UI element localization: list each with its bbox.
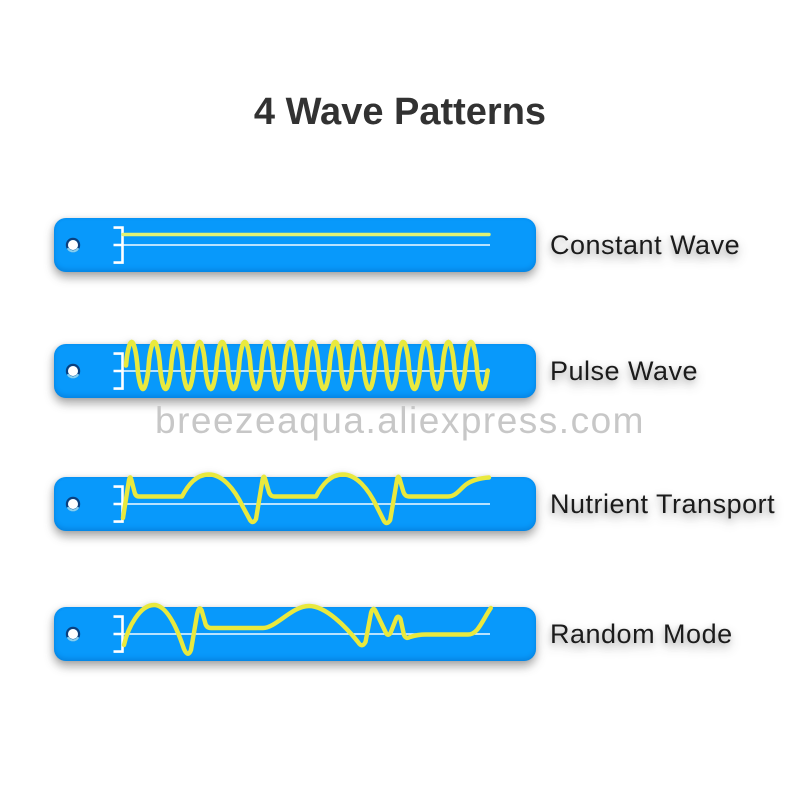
hole-ring-light xyxy=(67,373,79,379)
hole-ring-light xyxy=(67,636,79,642)
hole-ring-light xyxy=(67,247,79,253)
wave-path-random xyxy=(121,602,493,656)
wave-graphic-nutrient-transport xyxy=(65,472,492,526)
wave-path-pulse xyxy=(123,339,490,392)
wave-graphic-pulse xyxy=(65,339,490,392)
bracket-mark xyxy=(113,485,124,523)
wave-graphic-constant xyxy=(65,226,491,264)
wave-graphic-random xyxy=(65,602,493,656)
wave-label-pulse: Pulse Wave xyxy=(550,356,699,386)
wave-bar-nutrient-transport: Nutrient Transport xyxy=(54,472,775,531)
hanging-hole xyxy=(68,629,78,639)
wave-label-nutrient-transport: Nutrient Transport xyxy=(550,489,776,519)
wave-path-nutrient-transport xyxy=(120,472,492,526)
watermark-text: breezeaqua.aliexpress.com xyxy=(155,400,645,441)
wave-bar-pulse: Pulse Wave xyxy=(54,339,698,398)
hanging-hole xyxy=(68,240,78,250)
page-title: 4 Wave Patterns xyxy=(253,91,547,133)
hanging-hole xyxy=(68,499,78,509)
bracket-mark xyxy=(113,615,124,653)
bracket-mark xyxy=(113,352,124,390)
hanging-hole xyxy=(68,366,78,376)
hole-ring-light xyxy=(67,506,79,512)
wave-bar-random: Random Mode xyxy=(54,602,732,661)
wave-label-random: Random Mode xyxy=(550,619,733,649)
bracket-mark xyxy=(113,226,124,264)
wave-bar-constant: Constant Wave xyxy=(54,218,740,272)
wave-label-constant: Constant Wave xyxy=(550,230,741,260)
